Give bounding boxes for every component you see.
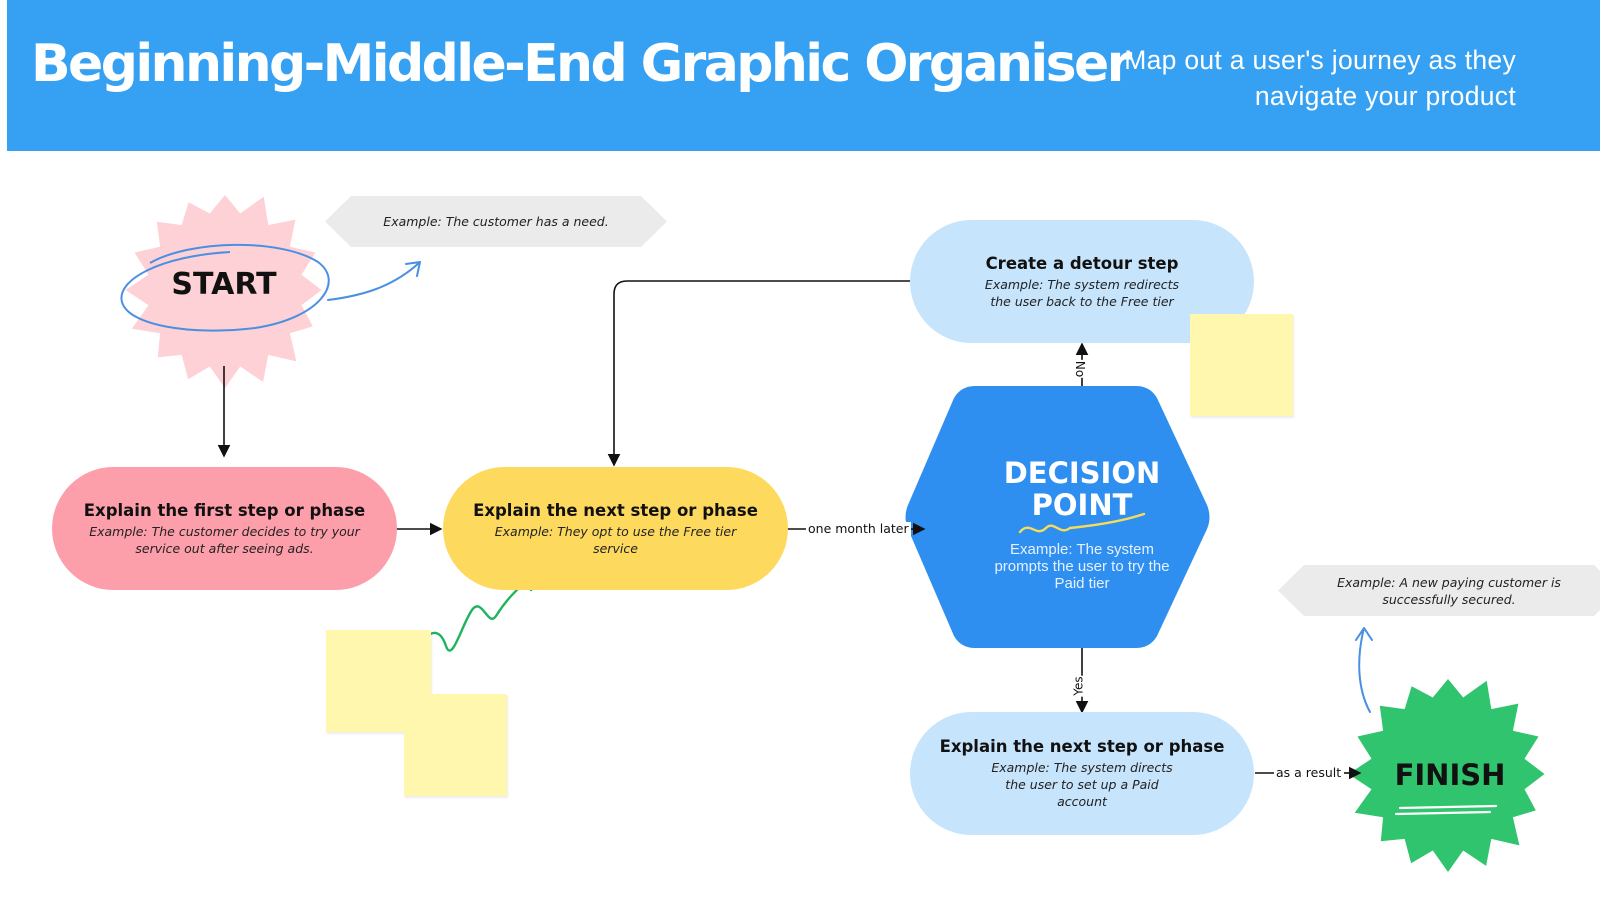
- sticky-note[interactable]: [1190, 314, 1293, 416]
- page-subtitle: Map out a user's journey as they navigat…: [1124, 45, 1516, 111]
- step3-title: Explain the next step or phase: [939, 737, 1225, 756]
- step2-node: Explain the next step or phase Example: …: [443, 467, 788, 590]
- start-burst-shape: [125, 195, 322, 388]
- finish-callout-arrow: [1355, 627, 1373, 713]
- decision-title-line2: POINT: [1031, 488, 1133, 522]
- decision-title-line1: DECISION: [1003, 456, 1161, 490]
- decision-text: DECISION POINT Example: The system promp…: [984, 457, 1180, 592]
- edge-label-as-a-result: as a result: [1274, 765, 1344, 780]
- start-scribble-circle: [120, 243, 330, 332]
- step1-title: Explain the first step or phase: [83, 500, 366, 520]
- step1-node: Explain the first step or phase Example:…: [52, 467, 397, 590]
- finish-underline: [1394, 804, 1498, 816]
- step3-node: Explain the next step or phase Example: …: [910, 712, 1254, 835]
- step2-example: Example: They opt to use the Free tier s…: [494, 523, 737, 556]
- finish-burst-shape: [1348, 679, 1545, 872]
- detour-example: Example: The system redirects the user b…: [984, 276, 1180, 309]
- step2-title: Explain the next step or phase: [473, 500, 758, 520]
- start-scribble-arrow: [327, 261, 421, 301]
- step1-example: Example: The customer decides to try you…: [89, 523, 360, 556]
- sticky-note[interactable]: [404, 694, 507, 796]
- connector-detour-step2: [607, 280, 910, 467]
- decision-underline-squiggle: [1018, 512, 1146, 534]
- detour-title: Create a detour step: [985, 253, 1179, 273]
- start-callout: Example: The customer has a need.: [325, 196, 667, 247]
- edge-label-no: No: [1073, 359, 1088, 379]
- finish-callout: Example: A new paying customer is succes…: [1278, 565, 1600, 616]
- finish-label: FINISH: [1394, 758, 1506, 792]
- page-title: Beginning-Middle-End Graphic Organiser: [31, 34, 1132, 94]
- edge-label-yes: Yes: [1071, 675, 1086, 697]
- start-label: START: [171, 267, 277, 302]
- edge-label-one-month-later: one month later: [806, 521, 911, 536]
- decision-example: Example: The system prompts the user to …: [994, 541, 1170, 592]
- decision-hexagon-shape: [905, 386, 1210, 648]
- header-banner: Beginning-Middle-End Graphic Organiser M…: [7, 0, 1600, 151]
- step3-example: Example: The system directs the user to …: [991, 760, 1173, 809]
